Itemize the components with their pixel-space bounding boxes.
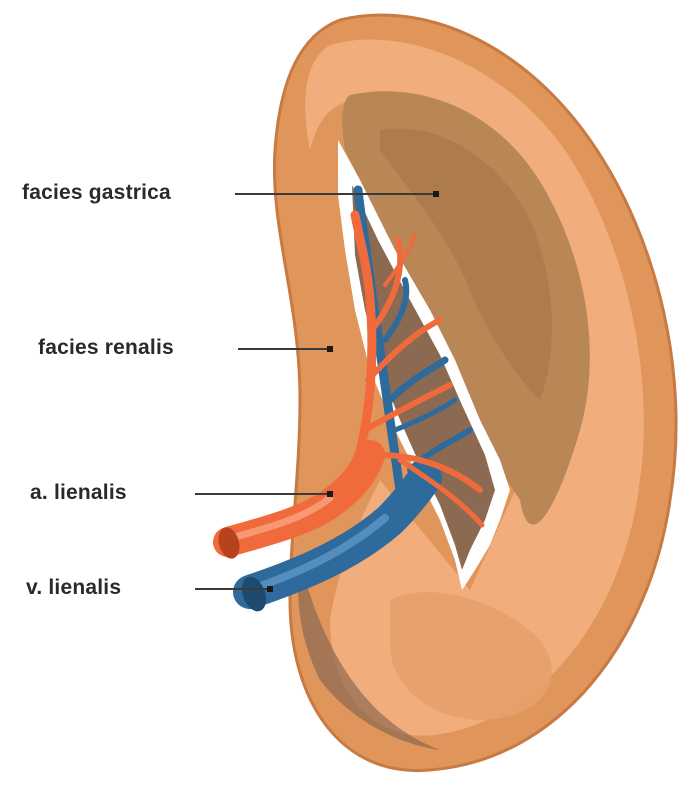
label-facies-gastrica: facies gastrica [22, 181, 171, 205]
label-facies-renalis: facies renalis [38, 336, 174, 360]
label-v-lienalis: v. lienalis [26, 576, 121, 600]
label-a-lienalis: a. lienalis [30, 481, 127, 505]
